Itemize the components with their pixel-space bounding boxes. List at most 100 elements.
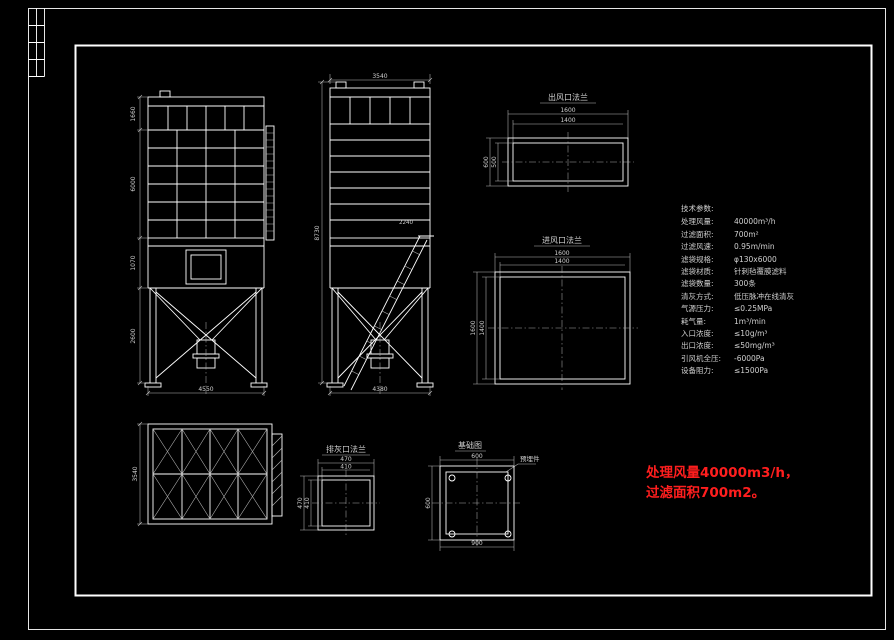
dim-text: 1660 [130,106,137,121]
dim-text: 1400 [479,320,486,335]
leader-line [505,463,536,473]
sv-left-dim [318,79,336,386]
foundation-detail: 基础图 预埋件 600 600 900 [425,440,540,551]
dim-text: 4380 [372,386,387,393]
inlet-flange-detail: 进风口法兰 1600 1400 1600 1400 [470,235,638,390]
param-value: ≤50mg/m³ [734,341,775,351]
anchor-bolt [504,530,512,538]
outlet-flange-detail: 出风口法兰 1600 1400 600 500 [483,92,634,192]
dim-text: 900 [471,540,483,547]
param-row: 设备阻力: ≤1500Pa [681,365,794,377]
plan-view: 3540 [132,421,283,527]
dim-text: 410 [340,464,352,471]
param-row: 清灰方式: 低压脉冲在线清灰 [681,291,794,303]
dim-text: 600 [483,156,490,168]
param-value: 0.95m/min [734,242,775,252]
param-value: ≤1500Pa [734,366,769,376]
param-value: 1m³/min [734,316,766,326]
side-view: 3540 8730 4380 2240 [314,73,434,396]
anchor-bolt [448,530,456,538]
frame-title-blocks [28,8,45,77]
mid-section [147,238,265,289]
tech-params-title: 技术参数: [681,204,714,213]
pv-left-dim [137,421,148,527]
dim-text: 1600 [470,320,477,335]
ladder-rungs [266,132,274,232]
param-row: 耗气量:1m³/min [681,316,794,328]
plenum-dividers [349,97,411,124]
param-value: ≤10g/m³ [734,329,768,339]
base-pad [250,382,268,388]
dim-text: 2600 [130,328,137,343]
view-label: 基础图 [458,440,482,450]
stair-treads [351,250,420,375]
centerlines [488,266,638,390]
base-pad [416,382,434,388]
param-label: 过滤风速: [681,242,714,252]
param-value: 300条 [734,279,756,289]
lifting-lug [335,81,347,89]
anchor-bolt [504,474,512,482]
sv-top-dim [327,74,433,84]
param-label: 滤袋规格: [681,254,714,264]
hopper [149,287,263,341]
param-row: 滤袋数量:300条 [681,278,794,290]
param-label: 设备阻力: [681,366,714,376]
fv-bottom-dim [145,386,267,396]
bag-lattice [152,428,268,520]
param-label: 清灰方式: [681,291,714,301]
front-view: 1660 6000 1070 2600 4550 [130,90,275,396]
param-value: 40000m³/h [734,217,776,227]
access-door [185,249,227,285]
dim-text: 470 [340,456,352,463]
param-row: 引风机全压: -6000Pa [681,353,794,365]
dim-text: 6000 [130,176,137,191]
support-legs [149,288,263,383]
param-row: 入口浓度: ≤10g/m³ [681,328,794,340]
ash-flange-detail: 排灰口法兰 470 410 470 410 [297,444,380,536]
fv-left-dim [137,96,148,384]
lifting-lug [159,90,171,98]
dim-text: 1400 [554,258,569,265]
base-pad [144,382,162,388]
param-value: ≤0.25MPa [734,304,773,314]
filter-body [329,123,431,239]
centerlines [312,470,380,536]
lifting-lug [413,81,425,89]
body-rows [330,139,430,221]
drawing-frame [28,8,886,630]
dim-text: 2240 [399,220,413,226]
param-label: 处理风量: [681,217,714,227]
view-label: 进风口法兰 [542,235,582,245]
mid-section [329,238,431,289]
param-value: 低压脉冲在线清灰 [734,291,794,301]
dim-text: 500 [491,156,498,168]
capacity-note-line2: 过滤面积700m2。 [646,485,766,501]
param-label: 出口浓度: [681,341,714,351]
body-grid [148,130,264,238]
hatch [271,435,283,507]
hopper [331,287,429,341]
param-label: 引风机全压: [681,353,722,363]
view-label: 排灰口法兰 [326,444,366,454]
centerlines [432,458,522,546]
capacity-note: 处理风量40000m3/h， 过滤面积700m2。 [646,463,798,503]
view-label: 出风口法兰 [548,92,588,102]
param-row: 气源压力: ≤0.25MPa [681,303,794,315]
leader-note: 预埋件 [520,454,540,463]
param-row: 处理风量: 40000m³/h [681,216,794,228]
cross-bracing [337,291,423,379]
dim-text: 600 [471,453,483,460]
dim-text: 410 [304,497,311,509]
dim-text: 1600 [560,107,575,114]
param-label: 气源压力: [681,304,714,314]
param-row: 出口浓度: ≤50mg/m³ [681,340,794,352]
plenum-dividers [167,106,245,130]
param-row: 滤袋材质:针刺毡覆膜滤料 [681,266,794,278]
base-pad [326,382,344,388]
anchor-bolt [448,474,456,482]
param-value: -6000Pa [734,353,765,363]
param-label: 入口浓度: [681,329,714,339]
